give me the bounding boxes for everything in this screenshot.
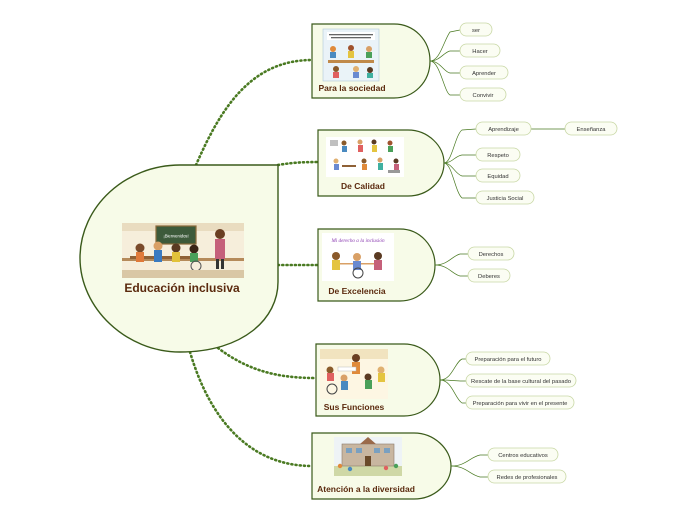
inclusion-poster-text: Mi derecho a la inclusión (330, 238, 385, 244)
school-building-image (334, 437, 402, 476)
leaf-label: Justicia Social (487, 196, 524, 202)
leaf-node[interactable]: Preparación para vivir en el presente (465, 395, 575, 410)
branch-para-la-sociedad[interactable]: Para la sociedad (311, 23, 431, 99)
leaf-node[interactable]: Deberes (467, 268, 511, 283)
sub-leaf-node[interactable]: Enseñanza (564, 121, 618, 136)
leaf-label: Rescate de la base cultural del pasado (471, 379, 571, 385)
root-image-text: ¡Bienvenidos! (163, 234, 188, 239)
sub-leaf-label: Enseñanza (576, 127, 606, 133)
leaf-node[interactable]: Centros educativos (487, 447, 559, 462)
inclusion-poster-image: Mi derecho a la inclusión (322, 233, 394, 281)
branch-title: Sus Funciones (324, 402, 385, 412)
branch-title: Atención a la diversidad (317, 484, 415, 494)
wheelchair-icon (352, 267, 364, 279)
leaf-node[interactable]: ser (459, 22, 493, 37)
leaf-label: ser (472, 28, 480, 34)
wheelchair-icon (326, 383, 338, 395)
branch-de-calidad[interactable]: De Calidad (317, 129, 445, 197)
leaf-label: Aprender (472, 71, 496, 77)
root-title: Educación inclusiva (124, 281, 240, 295)
children-group-image (320, 349, 388, 399)
leaf-label: Derechos (479, 252, 504, 258)
connector-de-calidad (276, 160, 320, 167)
branch-title: De Excelencia (328, 286, 385, 296)
connector-atencion-diversidad (188, 350, 314, 468)
leaf-node[interactable]: Aprender (459, 65, 509, 80)
root-connectors (188, 58, 320, 468)
branch-sus-funciones[interactable]: Sus Funciones (315, 343, 441, 417)
leaf-node[interactable]: Justicia Social (475, 190, 535, 205)
leaf-label: Preparación para vivir en el presente (473, 401, 568, 407)
classroom-poster-image (322, 28, 380, 82)
leaf-node[interactable]: Convivir (459, 87, 507, 102)
root-image: ¡Bienvenidos! (122, 223, 244, 278)
root-node[interactable]: ¡Bienvenidos! Educación inclusiva (79, 164, 279, 353)
leaf-node[interactable]: Redes de profesionales (487, 469, 567, 484)
leaf-node[interactable]: Equidad (475, 168, 521, 183)
leaf-node[interactable]: Derechos (467, 246, 515, 261)
leaf-label: Hacer (472, 49, 488, 55)
leaf-label: Aprendizaje (488, 127, 519, 133)
leaf-node[interactable]: Respeto (475, 147, 521, 162)
leaf-node[interactable]: Rescate de la base cultural del pasado (465, 373, 577, 388)
leaf-node[interactable]: Preparación para el futuro (465, 351, 551, 366)
branch-title: Para la sociedad (318, 83, 385, 93)
connector-para-la-sociedad (194, 58, 314, 167)
leaves: ser Hacer Aprender Convivir Aprendizaje … (459, 22, 618, 484)
leaf-label: Respeto (487, 153, 509, 159)
leaf-label: Convivir (473, 93, 494, 99)
leaf-label: Redes de profesionales (497, 475, 558, 481)
leaf-connectors (429, 29, 565, 478)
leaf-label: Equidad (487, 174, 508, 180)
leaf-label: Centros educativos (498, 453, 548, 459)
connector-sus-funciones (216, 346, 318, 380)
teaching-scenes-image (326, 137, 404, 177)
leaf-node[interactable]: Aprendizaje (475, 121, 532, 136)
leaf-label: Preparación para el futuro (474, 357, 541, 363)
leaf-label: Deberes (478, 274, 500, 280)
branch-atencion-diversidad[interactable]: Atención a la diversidad (311, 432, 452, 500)
branch-de-excelencia[interactable]: Mi derecho a la inclusión De Excelencia (317, 228, 436, 302)
branch-title: De Calidad (341, 181, 385, 191)
leaf-node[interactable]: Hacer (459, 43, 501, 58)
